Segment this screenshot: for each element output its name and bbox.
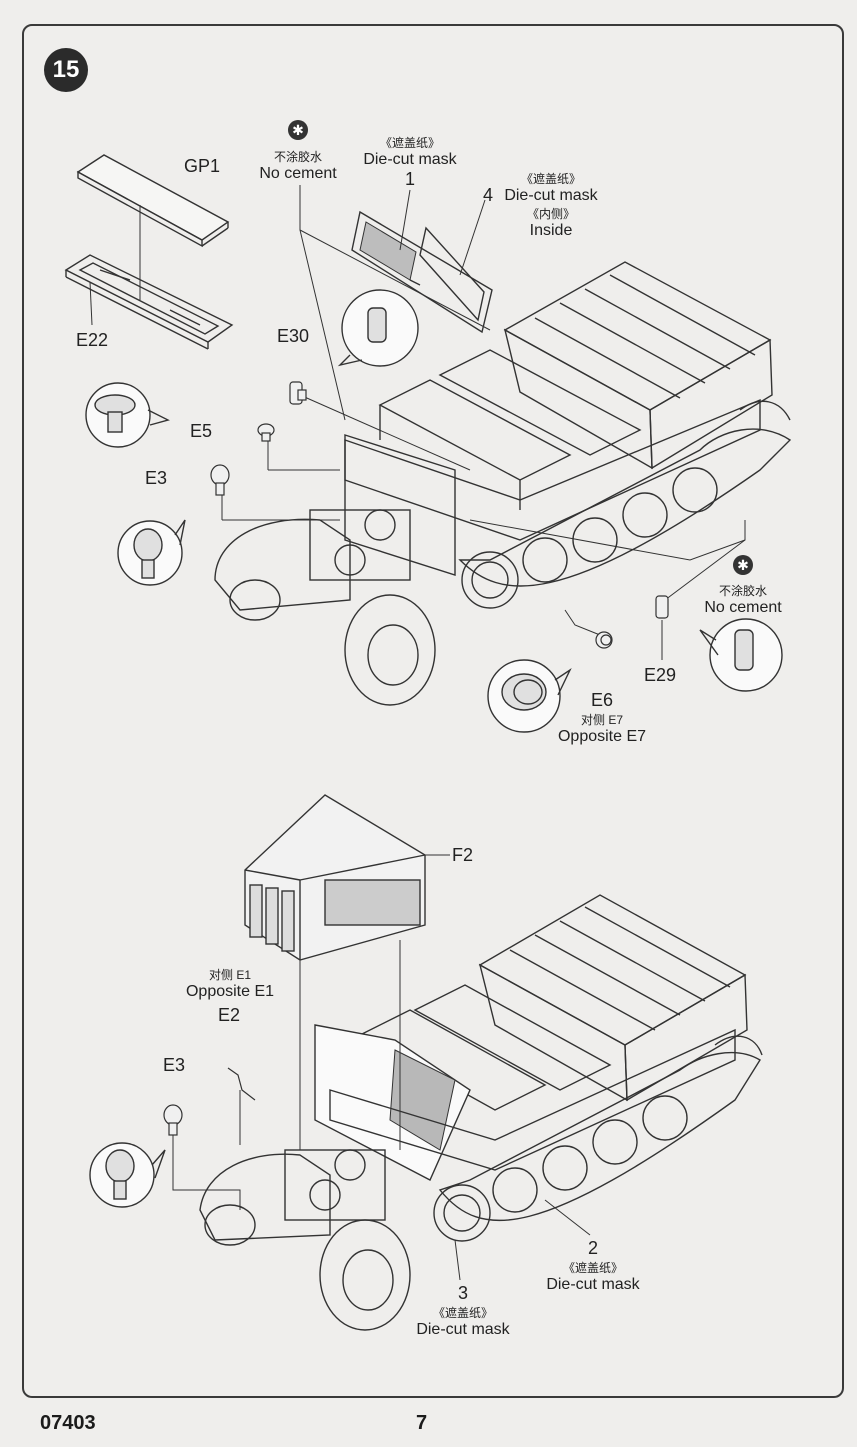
mask4-cn: 《遮盖纸》 <box>520 172 581 186</box>
detail-callout-windscreen-clip <box>337 289 419 367</box>
detail-callout-e5 <box>85 382 170 448</box>
mask4-inside-cn: 《内侧》 <box>526 207 575 221</box>
mask2-number: 2 <box>587 1238 598 1258</box>
mask2-cn: 《遮盖纸》 <box>562 1261 623 1275</box>
part-label-e30: E30 <box>277 326 310 346</box>
detail-callout-e3-bottom <box>89 1142 166 1208</box>
part-label-e5: E5 <box>190 421 213 441</box>
e22-frame-drawing <box>64 254 234 350</box>
part-label-e2: E2 <box>218 1005 241 1025</box>
gp1-panel-drawing <box>76 154 230 248</box>
detail-callout-e3 <box>117 519 186 586</box>
e6-label: E6 对侧 E7 Opposite E7 <box>552 690 652 746</box>
mask2-en: Die-cut mask <box>546 1276 640 1293</box>
e1-opposite-cn: 对侧 E1 <box>208 968 251 982</box>
no-cement-note-top: 不涂胶水 No cement <box>256 148 340 183</box>
windscreen-drawing <box>351 210 493 334</box>
e6-part <box>595 631 613 649</box>
top-halftrack-drawing <box>214 261 792 706</box>
mask4-inside-en: Inside <box>529 222 573 239</box>
part-label-e29: E29 <box>644 665 677 685</box>
part-label-e6: E6 <box>590 690 614 710</box>
e3-part <box>210 464 230 496</box>
no-cement-en: No cement <box>704 599 782 616</box>
mask3-en: Die-cut mask <box>416 1321 510 1338</box>
no-cement-en: No cement <box>259 165 337 182</box>
mask1-label: 《遮盖纸》 Die-cut mask 1 <box>355 134 465 190</box>
no-cement-note-right: 不涂胶水 No cement <box>700 582 786 617</box>
page-number: 7 <box>416 1412 428 1434</box>
e30-part <box>289 381 307 405</box>
e5-part <box>257 423 275 442</box>
part-label-gp1: GP1 <box>184 156 221 176</box>
no-cement-cn: 不涂胶水 <box>718 584 767 598</box>
mask1-cn: 《遮盖纸》 <box>379 136 440 150</box>
mask4-number: 4 <box>483 185 494 205</box>
e29-part <box>655 595 669 619</box>
e3-bottom-part <box>163 1104 183 1136</box>
detail-callout-e29 <box>699 618 783 692</box>
e2-part <box>227 1067 256 1101</box>
mask4-label: 《遮盖纸》 Die-cut mask 《内侧》 Inside <box>498 170 604 240</box>
e6-opposite-en: Opposite E7 <box>557 728 647 745</box>
step-number-badge: 15 <box>44 48 88 92</box>
mask4-en: Die-cut mask <box>504 187 598 204</box>
bottom-halftrack-drawing <box>199 894 763 1331</box>
mask3-number: 3 <box>457 1283 468 1303</box>
e6-opposite-cn: 对侧 E7 <box>580 713 623 727</box>
part-label-e3: E3 <box>145 468 168 488</box>
step-frame <box>22 24 844 1398</box>
part-label-e3-bottom: E3 <box>163 1055 186 1075</box>
mask3-label: 3 《遮盖纸》 Die-cut mask <box>410 1283 516 1339</box>
f2-hood-drawing <box>244 794 426 961</box>
product-code: 07403 <box>40 1412 96 1434</box>
mask3-cn: 《遮盖纸》 <box>432 1306 493 1320</box>
e1-opposite-label: 对侧 E1 Opposite E1 <box>178 966 282 1001</box>
no-cement-icon: ✱ <box>733 555 753 575</box>
no-cement-cn: 不涂胶水 <box>273 150 322 164</box>
mask1-en: Die-cut mask <box>363 151 457 168</box>
detail-callout-e6 <box>487 659 572 733</box>
mask1-number: 1 <box>404 169 415 189</box>
mask2-label: 2 《遮盖纸》 Die-cut mask <box>540 1238 646 1294</box>
no-cement-icon: ✱ <box>288 120 308 140</box>
e1-opposite-en: Opposite E1 <box>185 983 275 1000</box>
part-label-e22: E22 <box>76 330 109 350</box>
part-label-f2: F2 <box>452 845 474 865</box>
